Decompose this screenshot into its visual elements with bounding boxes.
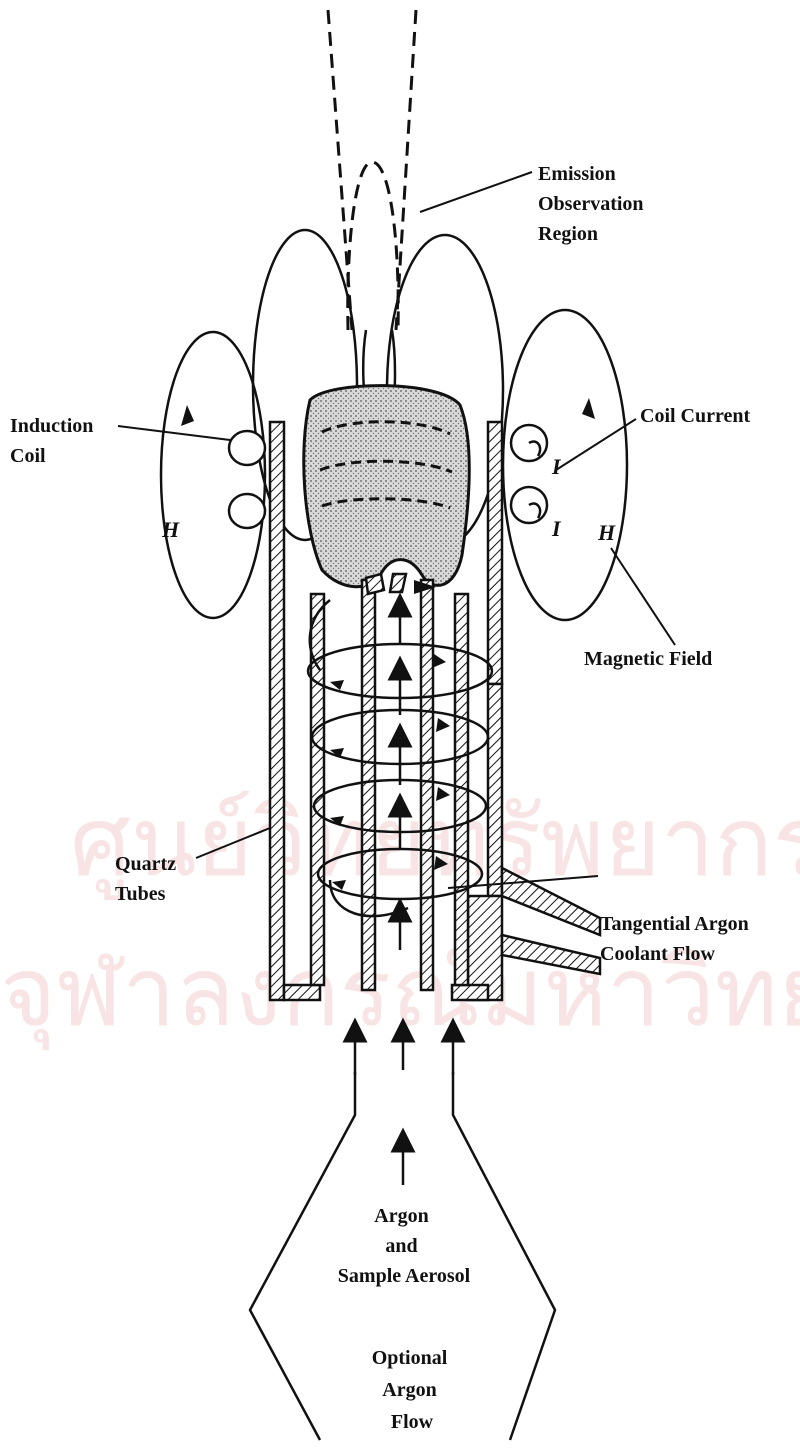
- label-tangential-line-2: Coolant Flow: [600, 943, 716, 965]
- label-induction-coil: Induction Coil: [10, 415, 98, 467]
- label-argon-aerosol: Argon and Sample Aerosol: [338, 1205, 471, 1287]
- label-optional-argon: Optional Argon Flow: [372, 1347, 453, 1433]
- plasma-toroid: [304, 386, 470, 587]
- label-argon-line-3: Sample Aerosol: [338, 1265, 471, 1287]
- watermark-line-1: ศูนย์วิทยทรัพยากร: [70, 786, 800, 900]
- label-induction-line-1: Induction: [10, 415, 93, 437]
- field-direction-arrow-left: [181, 405, 194, 426]
- label-quartz-line-2: Tubes: [115, 883, 166, 905]
- label-tangential-line-1: Tangential Argon: [600, 913, 749, 935]
- label-emission-line-3: Region: [538, 223, 598, 245]
- label-emission-line-2: Observation: [538, 193, 644, 215]
- label-argon-line-2: and: [385, 1235, 417, 1257]
- symbol-h-right: H: [597, 520, 616, 545]
- label-induction-line-2: Coil: [10, 445, 46, 467]
- label-coil-current: Coil Current: [640, 405, 751, 427]
- field-direction-arrow-right: [582, 398, 595, 419]
- label-optional-line-1: Optional: [372, 1347, 448, 1369]
- label-argon-line-1: Argon: [374, 1205, 428, 1227]
- label-emission-observation: Emission Observation Region: [538, 163, 649, 245]
- label-optional-line-3: Flow: [391, 1411, 434, 1433]
- label-quartz-line-1: Quartz: [115, 853, 176, 875]
- label-magnetic-field: Magnetic Field: [584, 648, 712, 670]
- symbol-h-left: H: [161, 517, 180, 542]
- symbol-current-top: I: [551, 454, 562, 479]
- label-optional-line-2: Argon: [382, 1379, 436, 1401]
- symbol-current-bottom: I: [551, 516, 562, 541]
- label-emission-line-1: Emission: [538, 163, 616, 185]
